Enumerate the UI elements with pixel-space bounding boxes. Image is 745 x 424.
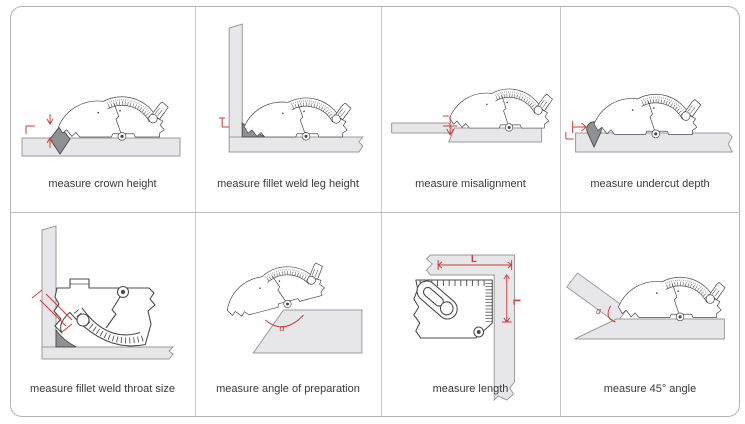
vertical-plate [41, 225, 57, 348]
incline-angle-annotation: α [596, 305, 616, 323]
panel-45-angle: α measure 45° angle [560, 212, 740, 417]
welding-gauge-back-view [413, 279, 493, 339]
welding-gauge [447, 87, 555, 134]
length-label-vertical: L [511, 299, 522, 305]
panel-throat-size: measure fillet weld throat size [10, 212, 195, 417]
panel-caption: measure 45° angle [603, 383, 697, 395]
welding-gauge-misalignment-illustration [391, 87, 555, 143]
panel-angle-preparation: α measure angle of preparation [195, 212, 381, 417]
welding-gauge-crown-height-illustration [21, 94, 181, 157]
panel-caption: measure length [432, 383, 509, 395]
panel-length: L L measure length [381, 212, 560, 417]
panel-caption: measure misalignment [415, 178, 526, 190]
base-plate [41, 346, 175, 360]
panel-crown-height: measure crown height [10, 6, 195, 212]
outer-border [10, 6, 740, 417]
height-dimension-annotation [25, 114, 54, 148]
beveled-workpiece [252, 309, 363, 354]
welding-gauge [616, 275, 727, 323]
grid-divider-vertical [381, 7, 382, 416]
panel-caption: measure angle of preparation [216, 383, 360, 395]
throat-dimension-annotation [31, 289, 73, 333]
alpha-label: α [596, 306, 602, 316]
corner-workpiece [425, 254, 516, 402]
panel-fillet-leg-height: measure fillet weld leg height [195, 6, 381, 212]
bevel-angle-annotation: α [265, 314, 304, 333]
grid-divider-horizontal [11, 212, 738, 213]
panel-caption: measure undercut depth [590, 178, 710, 190]
panel-misalignment: measure misalignment [381, 6, 560, 212]
misalignment-dimension-annotation [442, 115, 458, 136]
leg-height-dimension-annotation [219, 117, 230, 128]
base-plate [21, 137, 181, 157]
vertical-plate [228, 23, 243, 138]
base-plate [228, 136, 364, 153]
upper-plate [391, 122, 456, 134]
panel-caption: measure crown height [48, 178, 157, 190]
weld-bead [55, 328, 77, 348]
welding-gauge [242, 96, 353, 143]
welding-gauge [56, 94, 171, 143]
undercut-depth-dimension-annotation [565, 121, 588, 140]
lower-plate [447, 127, 543, 143]
base-plate [575, 132, 734, 153]
grid-divider-vertical [560, 7, 561, 416]
welding-gauge-undercut-illustration [565, 92, 734, 153]
welding-gauge-45-angle-illustration: α [566, 272, 727, 340]
alpha-label: α [279, 323, 285, 333]
length-dimension-annotation [437, 260, 513, 323]
weld-bead [49, 125, 71, 155]
welding-gauge-fillet-leg-illustration [219, 23, 364, 153]
base-plate [574, 318, 725, 340]
welding-gauge-throat-illustration [31, 225, 175, 360]
welding-gauge-inverted [53, 278, 156, 347]
slotted-handle [416, 280, 458, 320]
welding-gauge-length-illustration: L L [413, 254, 522, 402]
welding-gauge-bevel-angle-illustration: α [218, 254, 363, 354]
panel-caption: measure fillet weld throat size [30, 383, 175, 395]
welding-gauge [592, 92, 703, 140]
panel-undercut-depth: measure undercut depth [560, 6, 740, 212]
panel-caption: measure fillet weld leg height [217, 178, 359, 190]
length-label-horizontal: L [471, 254, 477, 265]
grid-divider-vertical [195, 7, 196, 416]
